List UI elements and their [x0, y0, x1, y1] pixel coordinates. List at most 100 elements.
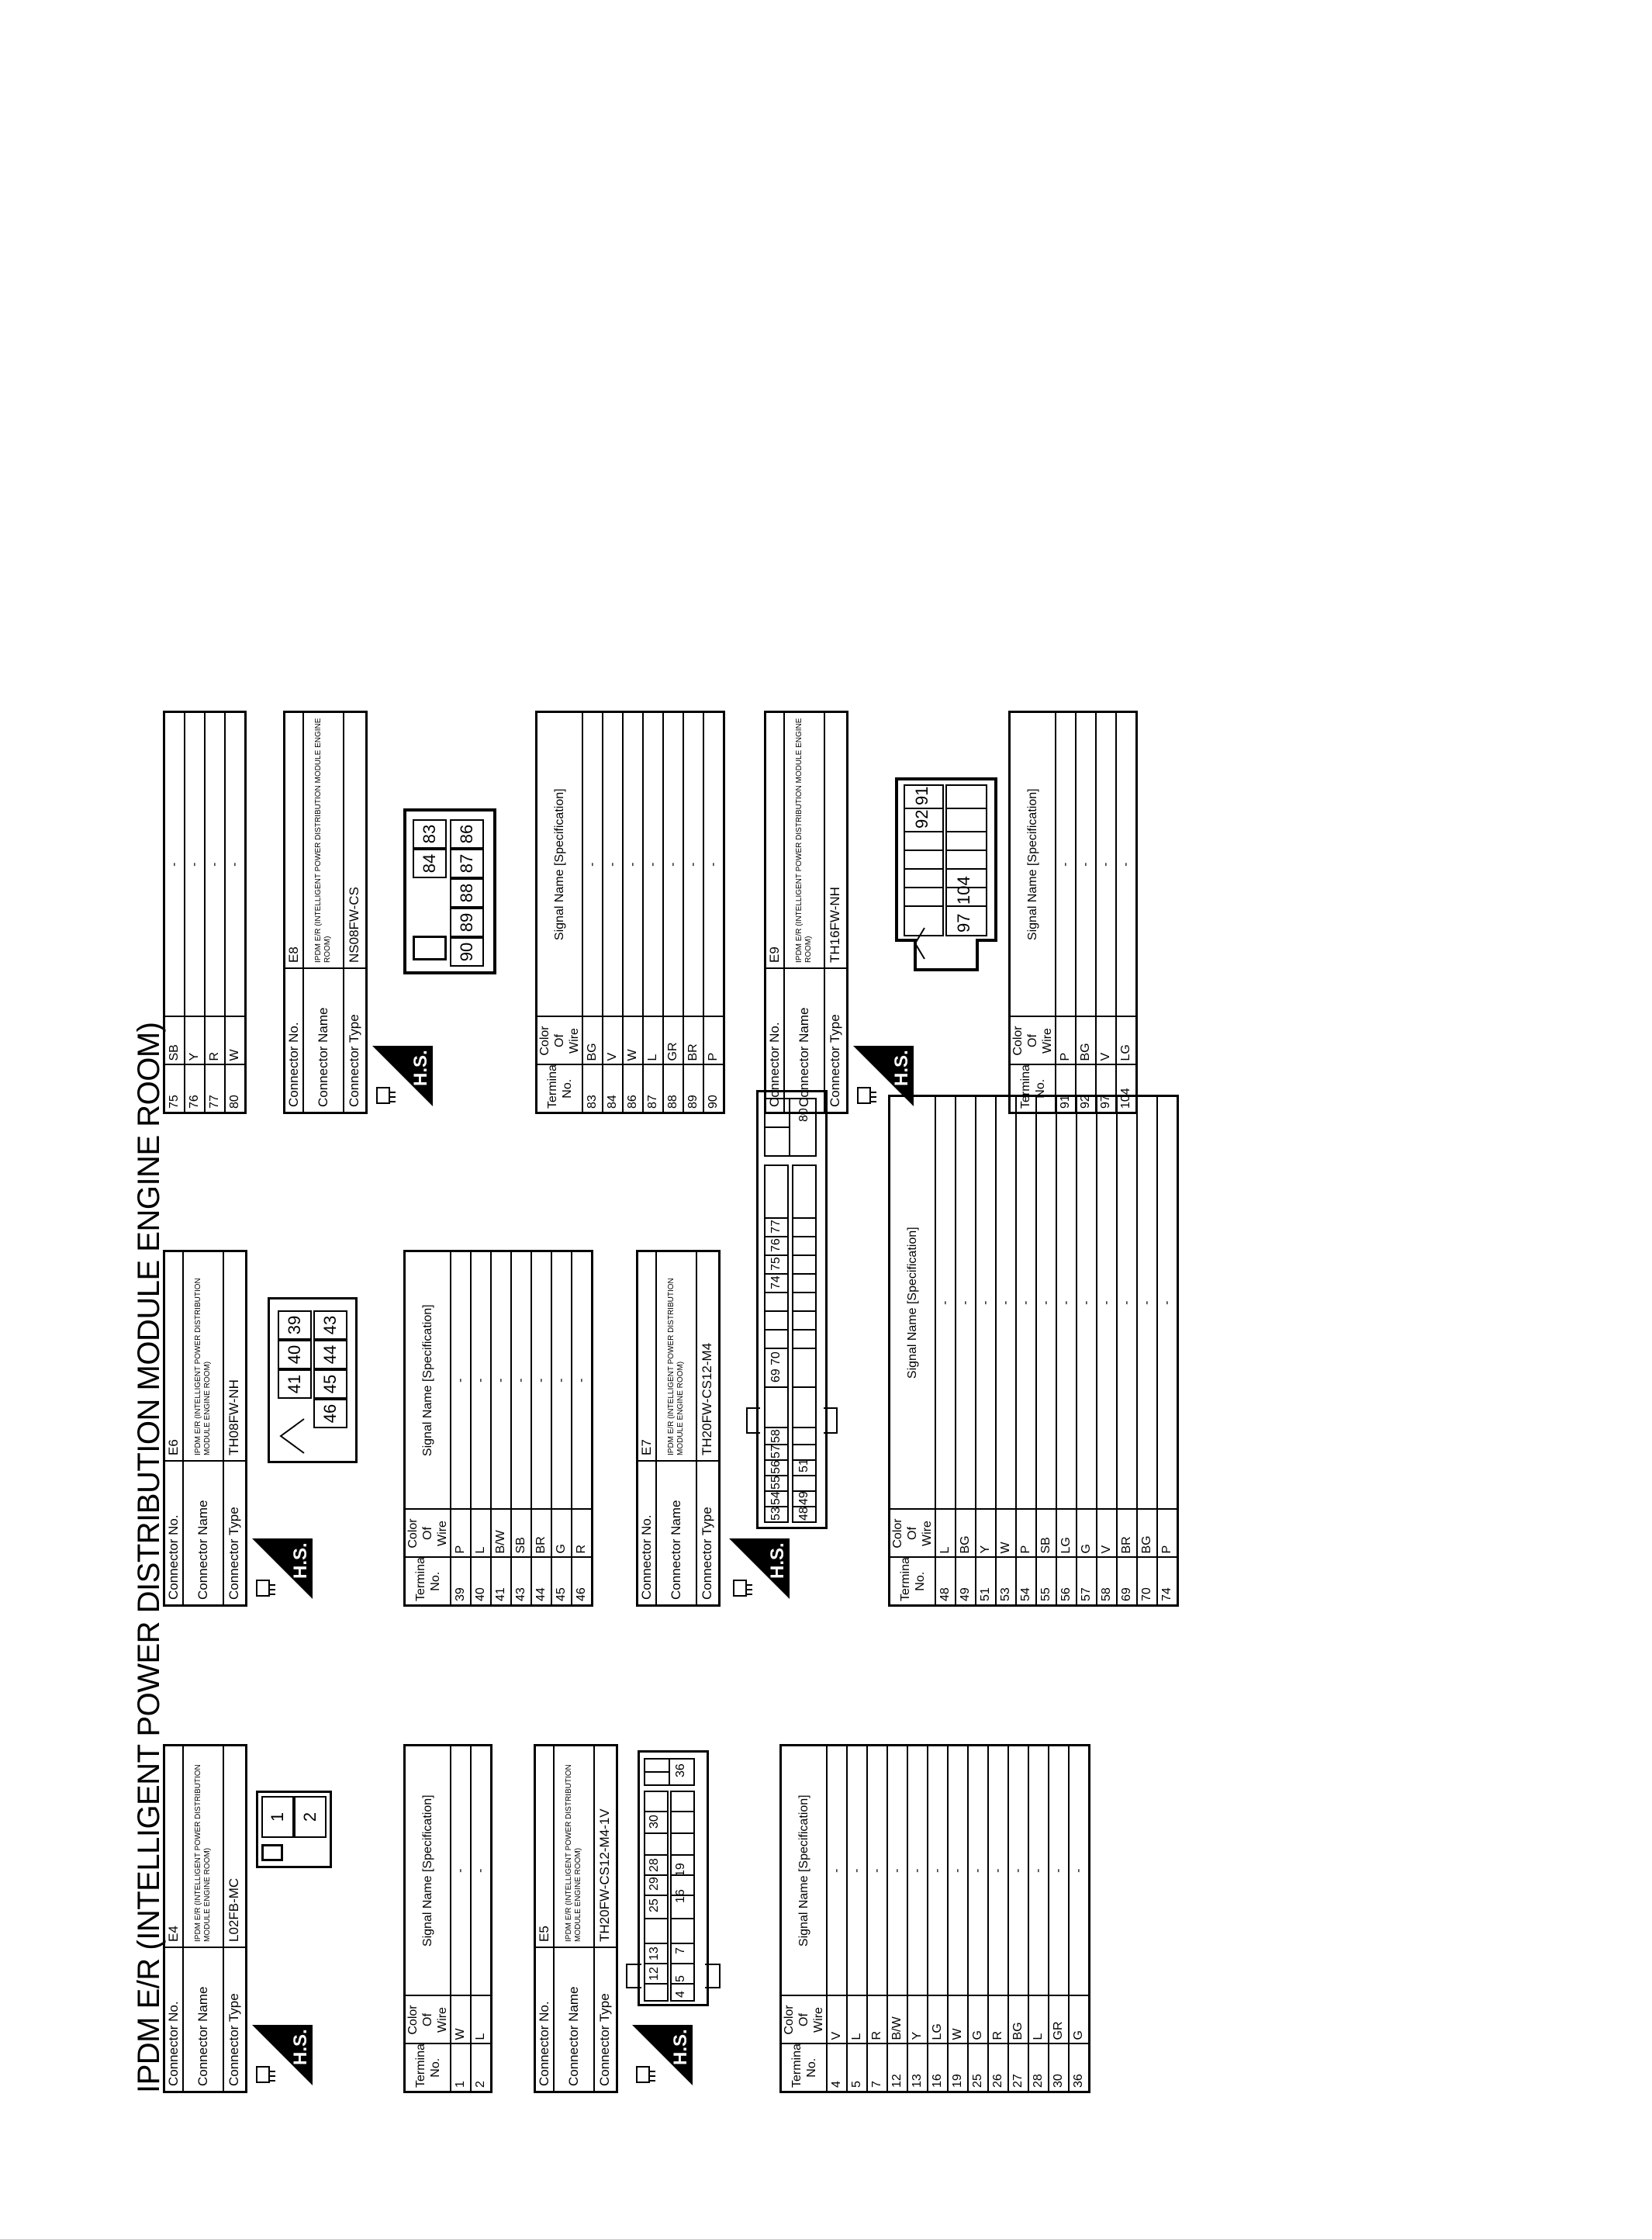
terminal-no: 53 — [996, 1557, 1016, 1606]
wire-color: V — [1097, 1509, 1117, 1558]
pin: 91 — [912, 786, 931, 805]
terminal-no: 83 — [582, 1064, 603, 1113]
signal-name: - — [643, 711, 663, 1017]
label: Connector No. — [164, 1947, 183, 2092]
pin: 75 — [769, 1257, 783, 1271]
terminal-no: 43 — [511, 1557, 531, 1606]
wire-color: BG — [956, 1509, 976, 1558]
label: Connector Type — [824, 968, 848, 1113]
terminal-no: 28 — [1028, 2043, 1049, 2092]
signal-name: - — [996, 1095, 1016, 1510]
terminal-no: 58 — [1097, 1557, 1117, 1606]
connector-name: IPDM E/R (INTELLIGENT POWER DISTRIBUTION… — [182, 1251, 223, 1461]
signal-name: - — [451, 1251, 471, 1510]
signal-name: - — [935, 1095, 956, 1510]
terminal-no: 91 — [1056, 1064, 1076, 1113]
wire-color: BR — [683, 1016, 703, 1065]
signal-name: - — [988, 1745, 1008, 1996]
pin: 55 — [769, 1476, 783, 1490]
connector-diagram-e7: 53 54 55 56 57 58 69 70 74 75 76 77 48 4… — [746, 1090, 838, 1529]
terminal-no: 7 — [867, 2043, 887, 2092]
harness-side-icon: H.S. — [372, 1046, 433, 1106]
harness-side-icon: H.S. — [252, 1538, 313, 1599]
svg-text:H.S.: H.S. — [670, 2029, 691, 2065]
wire-color: W — [451, 1995, 471, 2044]
terminal-no: 45 — [551, 1557, 572, 1606]
signal-name: - — [1116, 711, 1137, 1017]
pin: 70 — [769, 1351, 783, 1365]
signal-name: - — [531, 1251, 551, 1510]
page-title: IPDM E/R (INTELLIGENT POWER DISTRIBUTION… — [132, 1022, 166, 2094]
signal-name: - — [603, 711, 623, 1017]
connector-no: E9 — [765, 711, 784, 968]
header-terminal: Terminal No. — [1009, 1064, 1056, 1113]
wire-color: SB — [164, 1016, 185, 1065]
label: Connector Type — [593, 1947, 617, 2092]
connector-diagram-e4: 1 2 — [256, 1791, 332, 1868]
pin: 74 — [769, 1275, 783, 1289]
pin: 41 — [278, 1369, 312, 1399]
terminal-no: 75 — [164, 1064, 185, 1113]
harness-side-icon: H.S. — [632, 2025, 693, 2085]
connector-type: TH20FW-CS12-M4 — [696, 1251, 720, 1461]
pin: 104 — [954, 876, 973, 905]
pin: 88 — [450, 878, 484, 908]
signal-name: - — [1096, 711, 1116, 1017]
signal-name: - — [1137, 1095, 1157, 1510]
terminal-no: 27 — [1008, 2043, 1028, 2092]
wire-color: GR — [663, 1016, 683, 1065]
wire-color: G — [551, 1509, 572, 1558]
header-signal: Signal Name [Specification] — [1009, 711, 1056, 1017]
header-signal: Signal Name [Specification] — [889, 1095, 935, 1510]
terminal-no: 30 — [1049, 2043, 1069, 2092]
signal-name: - — [164, 711, 185, 1017]
svg-text:H.S.: H.S. — [767, 1542, 788, 1579]
harness-side-icon: H.S. — [252, 2025, 313, 2085]
wire-color: L — [1028, 1995, 1049, 2044]
terminal-no: 41 — [491, 1557, 511, 1606]
wire-color: L — [847, 1995, 867, 2044]
signal-name: - — [968, 1745, 988, 1996]
wire-color: P — [703, 1016, 724, 1065]
svg-text:H.S.: H.S. — [410, 1050, 431, 1086]
pin: 89 — [450, 908, 484, 937]
label: Connector No. — [534, 1947, 554, 2092]
header-color: Color Of Wire — [404, 1509, 451, 1558]
wire-color: W — [225, 1016, 246, 1065]
connector-no: E7 — [637, 1251, 656, 1461]
label: Connector No. — [164, 1461, 183, 1606]
label: Connector Type — [696, 1461, 720, 1606]
terminal-no: 80 — [225, 1064, 246, 1113]
terminal-no: 90 — [703, 1064, 724, 1113]
pin: 83 — [413, 819, 447, 849]
wire-color: Y — [976, 1509, 996, 1558]
signal-name: - — [582, 711, 603, 1017]
pin: 40 — [278, 1340, 312, 1369]
connector-no: E8 — [284, 711, 303, 968]
connector-type: TH16FW-NH — [824, 711, 848, 968]
wire-color: LG — [1056, 1509, 1077, 1558]
wire-color: P — [451, 1509, 471, 1558]
terminal-no: 57 — [1077, 1557, 1097, 1606]
